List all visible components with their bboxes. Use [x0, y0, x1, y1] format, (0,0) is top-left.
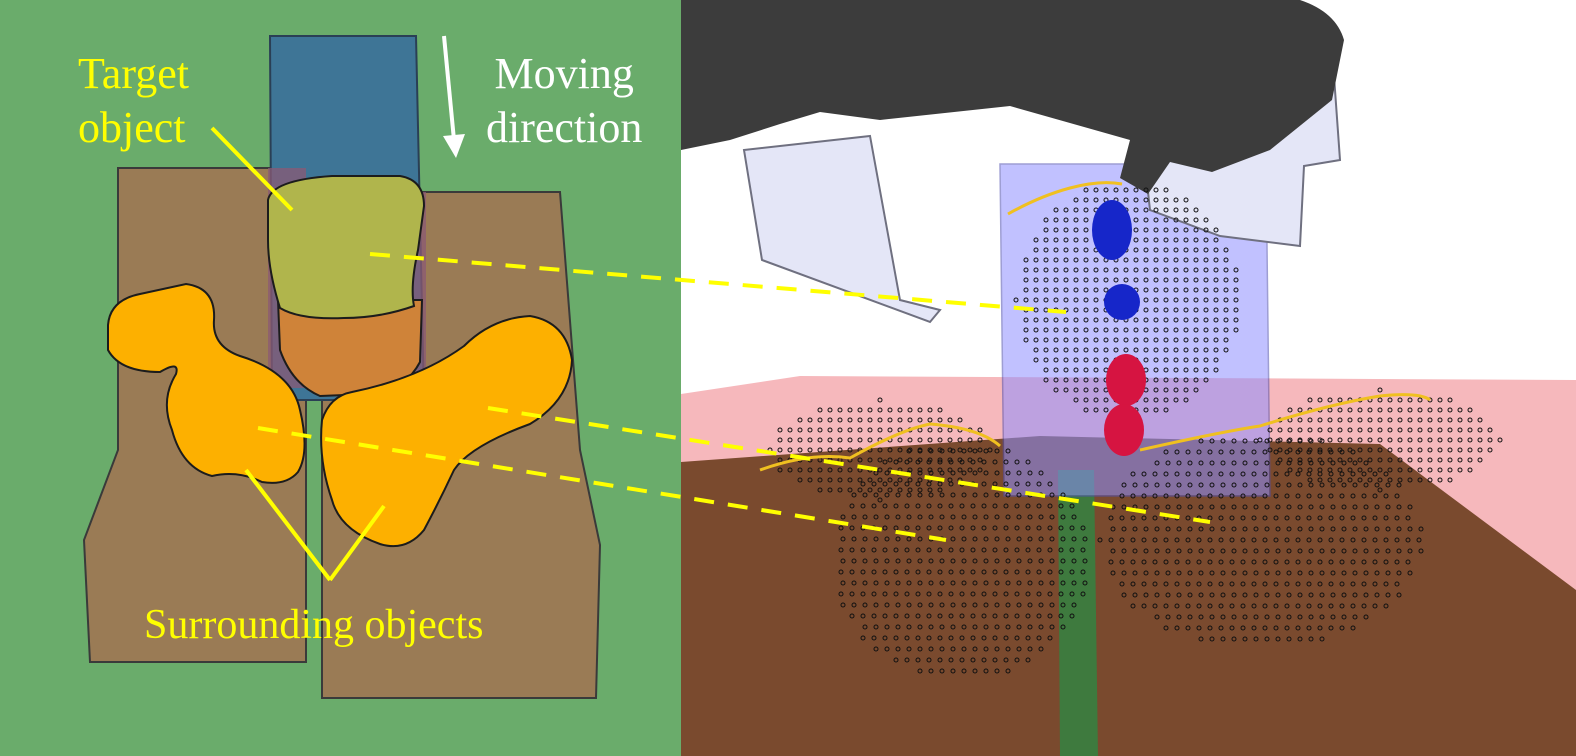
surrounding-object-2	[320, 314, 574, 548]
moving-direction-arrow-shaft	[442, 35, 456, 141]
simulation-panel	[681, 0, 1576, 756]
surrounding-objects-label: Surrounding objects	[144, 602, 484, 648]
target-object-label: Target object	[78, 52, 189, 150]
target-label-line-1: Target	[78, 49, 189, 98]
correspondence-line-surrounding-1	[257, 426, 947, 542]
moving-direction-arrow-head	[443, 134, 465, 158]
robot-arm	[681, 0, 1344, 194]
green-gap	[308, 330, 320, 698]
correspondence-line-surrounding-2	[487, 406, 1211, 524]
moving-label-line-2: direction	[486, 103, 643, 152]
contact-trace-top	[1007, 181, 1123, 216]
surrounding-leader-1	[244, 468, 332, 582]
segmentation-panel	[0, 0, 681, 756]
moving-label-line-1: Moving	[494, 49, 634, 98]
gripper-finger-left	[742, 134, 942, 324]
contact-red-2	[1104, 404, 1144, 456]
contact-trace-right	[1139, 393, 1431, 452]
correspondence-line-target	[369, 252, 1067, 314]
green-gap-3d	[1058, 470, 1098, 756]
contact-blue-2	[1104, 284, 1140, 320]
contact-red-1	[1106, 354, 1146, 406]
target-object	[267, 175, 426, 320]
contact-blue-1	[1092, 200, 1132, 260]
target-leader-line	[210, 126, 294, 212]
moving-direction-label: Moving direction	[486, 52, 642, 150]
target-label-line-2: object	[78, 103, 186, 152]
surrounding-object-1	[107, 282, 306, 484]
surrounding-leader-2	[328, 504, 386, 582]
